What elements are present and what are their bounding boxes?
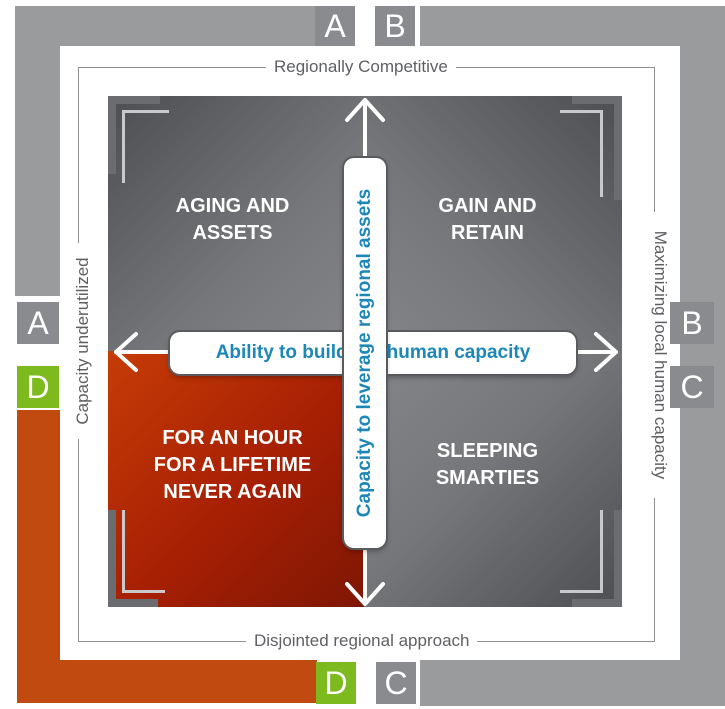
- arrow-left-head: [114, 332, 138, 372]
- quadrant-bottom-right-line-2: SMARTIES: [435, 467, 540, 489]
- bracket-inner-top-left: [122, 110, 169, 183]
- outer-frame-bottom-right: [420, 655, 725, 703]
- quadrant-bottom-left-bg: [108, 351, 364, 607]
- bracket-bottom-left: [108, 510, 158, 607]
- quadrant-top-left-bg: [108, 96, 364, 351]
- letter-top-b: B: [375, 6, 415, 46]
- letter-right-c: C: [670, 366, 714, 408]
- arrow-down-head: [345, 582, 385, 606]
- bracket-top-left: [108, 96, 160, 174]
- letter-bottom-c: C: [376, 662, 416, 704]
- bracket-inner-bottom-right: [560, 510, 603, 593]
- quadrant-bottom-right-bg: [364, 351, 622, 607]
- letter-left-a: A: [17, 302, 59, 344]
- label-bottom: Disjointed regional approach: [246, 631, 478, 651]
- quadrant-bottom-left-text: FOR AN HOUR FOR A LIFETIME NEVER AGAIN: [140, 420, 325, 510]
- quadrant-top-right-line-1: GAIN AND: [438, 195, 537, 217]
- arrow-up-head: [345, 98, 385, 122]
- bracket-top-right: [572, 96, 622, 200]
- quadrant-top-right-line-2: RETAIN: [451, 222, 524, 244]
- vertical-axis-label: Capacity to leverage regional assets: [354, 188, 375, 518]
- quadrant-top-left-text: AGING AND ASSETS: [150, 190, 315, 250]
- quadrant-bottom-left-line-1: FOR AN HOUR: [162, 426, 303, 449]
- arrow-right-head: [594, 332, 618, 372]
- quadrant-bottom-right-line-1: SLEEPING: [436, 440, 539, 462]
- bracket-inner-bottom-left: [122, 510, 165, 593]
- label-top: Regionally Competitive: [266, 57, 456, 77]
- letter-bottom-d: D: [316, 662, 356, 704]
- bracket-bottom-right: [572, 510, 622, 607]
- quadrant-bottom-right-text: SLEEPING SMARTIES: [405, 435, 570, 495]
- quadrant-top-right-text: GAIN AND RETAIN: [405, 190, 570, 250]
- quadrant-bottom-left-line-2: FOR A LIFETIME: [153, 453, 312, 476]
- letter-top-a: A: [315, 6, 355, 46]
- letter-left-d: D: [17, 366, 59, 408]
- quadrant-bottom-left-line-3: NEVER AGAIN: [163, 480, 302, 503]
- quadrant-top-left-line-2: ASSETS: [192, 222, 273, 244]
- quadrant-top-right-bg: [364, 96, 622, 351]
- vertical-axis-bar: [344, 158, 386, 548]
- letter-right-b: B: [670, 302, 714, 344]
- quadrant-top-left-line-1: AGING AND: [175, 195, 290, 217]
- bracket-inner-top-right: [560, 110, 603, 197]
